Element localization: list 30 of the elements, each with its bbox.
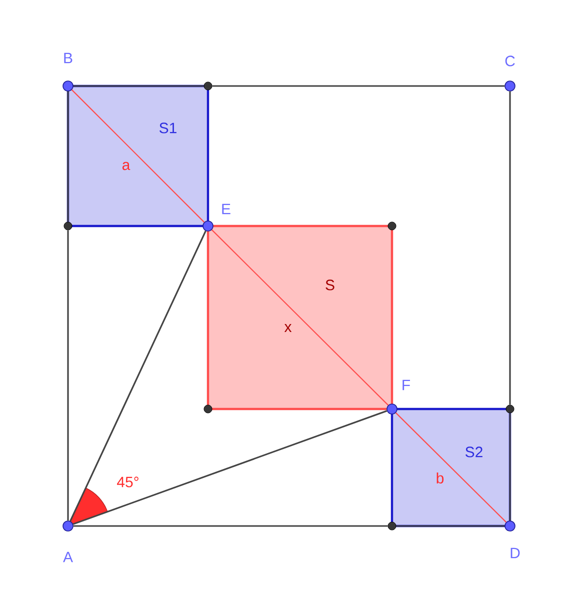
point: C [504,56,516,92]
line-segment [72,410,388,525]
point: F [386,380,410,414]
line-segment [212,85,505,87]
point: B [62,52,74,92]
line-segment [67,230,69,521]
line-segment [70,230,206,522]
vertex-dot [506,404,514,414]
node-label: D [510,548,520,558]
point: D [504,520,520,558]
vertex-dot [204,82,212,90]
edge-label: x [283,323,293,333]
line-segment [73,85,204,87]
node-label: A [63,552,73,562]
point: E [202,204,230,232]
vertex-dot [64,222,72,230]
node-label: C [505,56,515,66]
node-label: E [222,204,230,214]
angle-label: 45° [117,476,138,488]
line-segment [73,525,388,527]
vertex-dot [388,522,396,530]
point: A [62,520,74,562]
node-label: B [64,52,72,64]
line-segment [67,91,69,222]
line-segment [509,91,511,405]
vertex-dot [388,222,396,230]
node-label: F [402,380,410,390]
line-segment [396,525,505,527]
line-segment [509,413,511,521]
vertex-dot [204,404,212,414]
